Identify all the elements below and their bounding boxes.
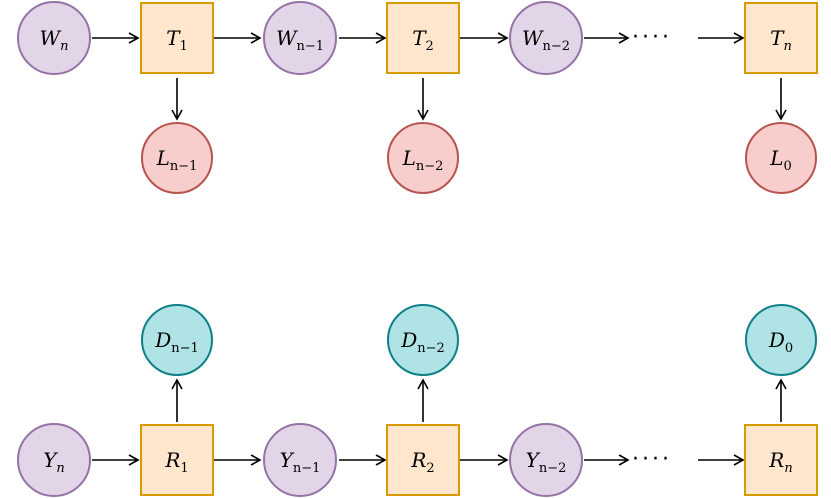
svg-text:T2: T2: [412, 26, 434, 54]
bottom-chain: ···· Yn Yn−1 Yn−2: [17, 304, 818, 497]
svg-text:R1: R1: [164, 448, 188, 476]
transform-node-r-2: R2: [386, 424, 460, 496]
svg-text:Ln−1: Ln−1: [156, 146, 198, 174]
bottom-ellipsis: ····: [632, 447, 672, 472]
top-chain: ···· Wn Wn−1 Wn−2: [17, 1, 818, 194]
loss-node-l-n-minus-2: Ln−2: [387, 122, 459, 194]
svg-text:D0: D0: [768, 328, 793, 356]
svg-text:R2: R2: [410, 448, 434, 476]
data-node-d-0: D0: [745, 304, 817, 376]
transform-node-t-2: T2: [386, 2, 460, 74]
state-node-w-n-minus-1: Wn−1: [263, 1, 337, 75]
svg-text:Yn−1: Yn−1: [280, 448, 321, 476]
svg-text:Yn−2: Yn−2: [526, 448, 567, 476]
transform-node-t-n: Tn: [744, 2, 818, 74]
state-node-y-n-minus-1: Yn−1: [263, 423, 337, 497]
loss-node-l-n-minus-1: Ln−1: [141, 122, 213, 194]
svg-text:Rn: Rn: [768, 448, 792, 476]
data-node-d-n-minus-2: Dn−2: [387, 304, 459, 376]
svg-text:Yn: Yn: [43, 448, 65, 476]
svg-text:L0: L0: [769, 146, 792, 174]
loss-node-l-0: L0: [745, 122, 817, 194]
state-node-w-n-minus-2: Wn−2: [509, 1, 583, 75]
state-node-w-n: Wn: [17, 1, 91, 75]
svg-text:Tn: Tn: [770, 26, 792, 54]
transform-node-r-1: R1: [140, 424, 214, 496]
data-node-d-n-minus-1: Dn−1: [141, 304, 213, 376]
svg-text:Wn: Wn: [40, 26, 69, 54]
svg-text:Wn−2: Wn−2: [522, 26, 570, 54]
transform-node-r-n: Rn: [744, 424, 818, 496]
transform-node-t-1: T1: [140, 2, 214, 74]
svg-text:T1: T1: [166, 26, 188, 54]
svg-text:Dn−2: Dn−2: [400, 328, 445, 356]
state-node-y-n: Yn: [17, 423, 91, 497]
svg-text:Dn−1: Dn−1: [154, 328, 199, 356]
state-node-y-n-minus-2: Yn−2: [509, 423, 583, 497]
svg-text:Ln−2: Ln−2: [402, 146, 444, 174]
svg-text:Wn−1: Wn−1: [276, 26, 324, 54]
top-ellipsis: ····: [632, 25, 672, 50]
